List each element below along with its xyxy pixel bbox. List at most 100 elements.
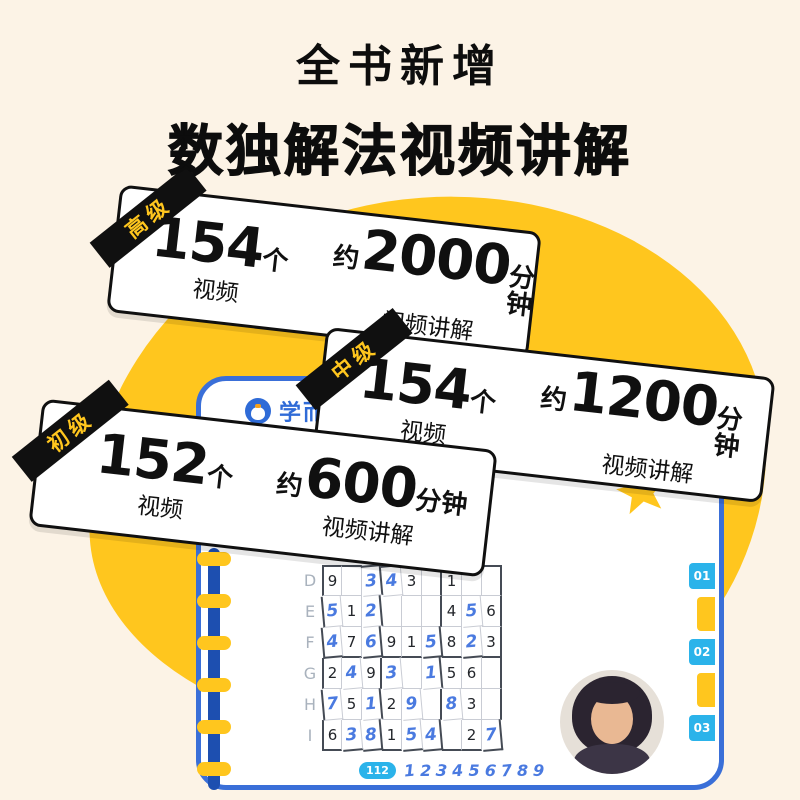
video-count-unit: 个 [468, 386, 498, 420]
minutes-count: 1200 [566, 358, 722, 440]
answer-strip-badge: 112 [359, 762, 396, 779]
bookmark-tab: 03 [689, 715, 715, 741]
title-block: 全书新增 数独解法视频讲解 [0, 30, 800, 186]
video-count-unit: 个 [260, 245, 290, 278]
minutes-count: 2000 [358, 217, 514, 298]
sudoku-cell: 5 [400, 719, 424, 752]
sudoku-cell: 4 [420, 719, 444, 752]
row-label: I [307, 726, 313, 745]
row-label: H [303, 695, 317, 714]
sudoku-cell [422, 689, 442, 720]
sudoku-cell: 5 [420, 626, 444, 659]
answer-digit: 1 [403, 760, 416, 781]
video-count-label: 视频 [135, 492, 185, 524]
sudoku-cell: 2 [460, 626, 484, 659]
spiral-binding [197, 548, 235, 790]
sudoku-cell [482, 658, 502, 689]
bookmark-divider [697, 673, 715, 707]
bookmark-tab: 02 [689, 639, 715, 665]
sudoku-cell [402, 658, 422, 689]
answer-digit: 5 [468, 761, 480, 780]
sudoku-cell: 3 [340, 719, 364, 752]
bookmarks: 01 02 03 [689, 563, 715, 741]
row-label: G [303, 664, 317, 683]
video-count-unit: 个 [205, 461, 235, 495]
sudoku-cell: 9 [400, 688, 424, 721]
sudoku-cell: 4 [320, 626, 344, 659]
title-line1: 全书新增 [296, 41, 504, 92]
sudoku-cell [402, 596, 422, 627]
spiral-ring [197, 552, 231, 566]
answer-digit: 6 [483, 760, 497, 781]
row-label: E [304, 602, 316, 621]
minutes-group: 约 1200 分钟 视频讲解 [533, 359, 772, 495]
sudoku-cell: 1 [402, 627, 422, 658]
sudoku-cell: 8 [440, 688, 464, 721]
answer-digit: 3 [435, 760, 449, 781]
minutes-group: 约 600 分钟 视频讲解 [271, 444, 472, 555]
approx-label: 约 [274, 469, 305, 503]
approx-label: 约 [539, 383, 569, 416]
sudoku-cell: 5 [442, 658, 462, 689]
row-label: D [303, 571, 317, 590]
penguin-logo-icon [245, 398, 271, 424]
answer-digit: 4 [451, 760, 465, 781]
sudoku-cell: 2 [322, 658, 342, 689]
sudoku-cell: 6 [462, 658, 482, 689]
sudoku-cell: 2 [382, 689, 402, 720]
video-count-label: 视频 [191, 276, 240, 308]
sudoku-cell: 9 [382, 627, 402, 658]
sudoku-cell [422, 596, 442, 627]
sudoku-cell: 8 [442, 627, 462, 658]
teacher-photo [560, 670, 664, 774]
spiral-ring [197, 762, 231, 776]
minutes-unit: 分钟 [413, 485, 469, 522]
sudoku-cell: 1 [360, 688, 384, 721]
video-count-group: 154 个 视频 [146, 205, 293, 312]
answer-digit: 8 [516, 761, 529, 780]
minutes-label: 视频讲解 [320, 513, 415, 551]
sudoku-cell: 1 [382, 720, 402, 751]
sudoku-cell: 6 [360, 626, 384, 659]
bookmark-tab: 01 [689, 563, 715, 589]
sudoku-cell: 9 [362, 658, 382, 689]
spiral-ring [197, 636, 231, 650]
sudoku-cell [382, 596, 402, 627]
sudoku-cell: 6 [322, 720, 342, 751]
sudoku-cell: 3 [482, 627, 502, 658]
spiral-bar [208, 548, 220, 790]
sudoku-cell: 4 [442, 596, 462, 627]
spiral-ring [197, 720, 231, 734]
sudoku-cell [482, 565, 502, 596]
bookmark-divider [697, 597, 715, 631]
video-count: 152 [93, 421, 212, 498]
sudoku-cell: 6 [482, 596, 502, 627]
minutes-unit: 分钟 [711, 403, 745, 464]
sudoku-cell: 3 [360, 564, 384, 597]
sudoku-cell: 7 [320, 688, 344, 721]
title-line2: 数独解法视频讲解 [167, 118, 632, 183]
minutes-count: 600 [301, 444, 421, 522]
sudoku-cell: 5 [342, 689, 362, 720]
answer-digit: 2 [420, 761, 432, 780]
sudoku-cell: 7 [480, 719, 504, 752]
sudoku-cell: 2 [360, 595, 384, 628]
sudoku-cell: 7 [342, 627, 362, 658]
approx-label: 约 [331, 241, 361, 275]
sudoku-cell: 3 [380, 657, 404, 690]
sudoku-cell: 4 [380, 564, 404, 597]
sudoku-cell: 4 [340, 657, 364, 690]
sudoku-cell: 5 [460, 595, 484, 628]
spiral-ring [197, 678, 231, 692]
sudoku-cell: 1 [342, 596, 362, 627]
minutes-label: 视频讲解 [600, 452, 695, 489]
sudoku-cell: 8 [360, 719, 384, 752]
sudoku-cell [482, 689, 502, 720]
sudoku-cell [342, 565, 362, 596]
video-count-group: 152 个 视频 [90, 421, 237, 528]
sudoku-cell: 3 [462, 689, 482, 720]
